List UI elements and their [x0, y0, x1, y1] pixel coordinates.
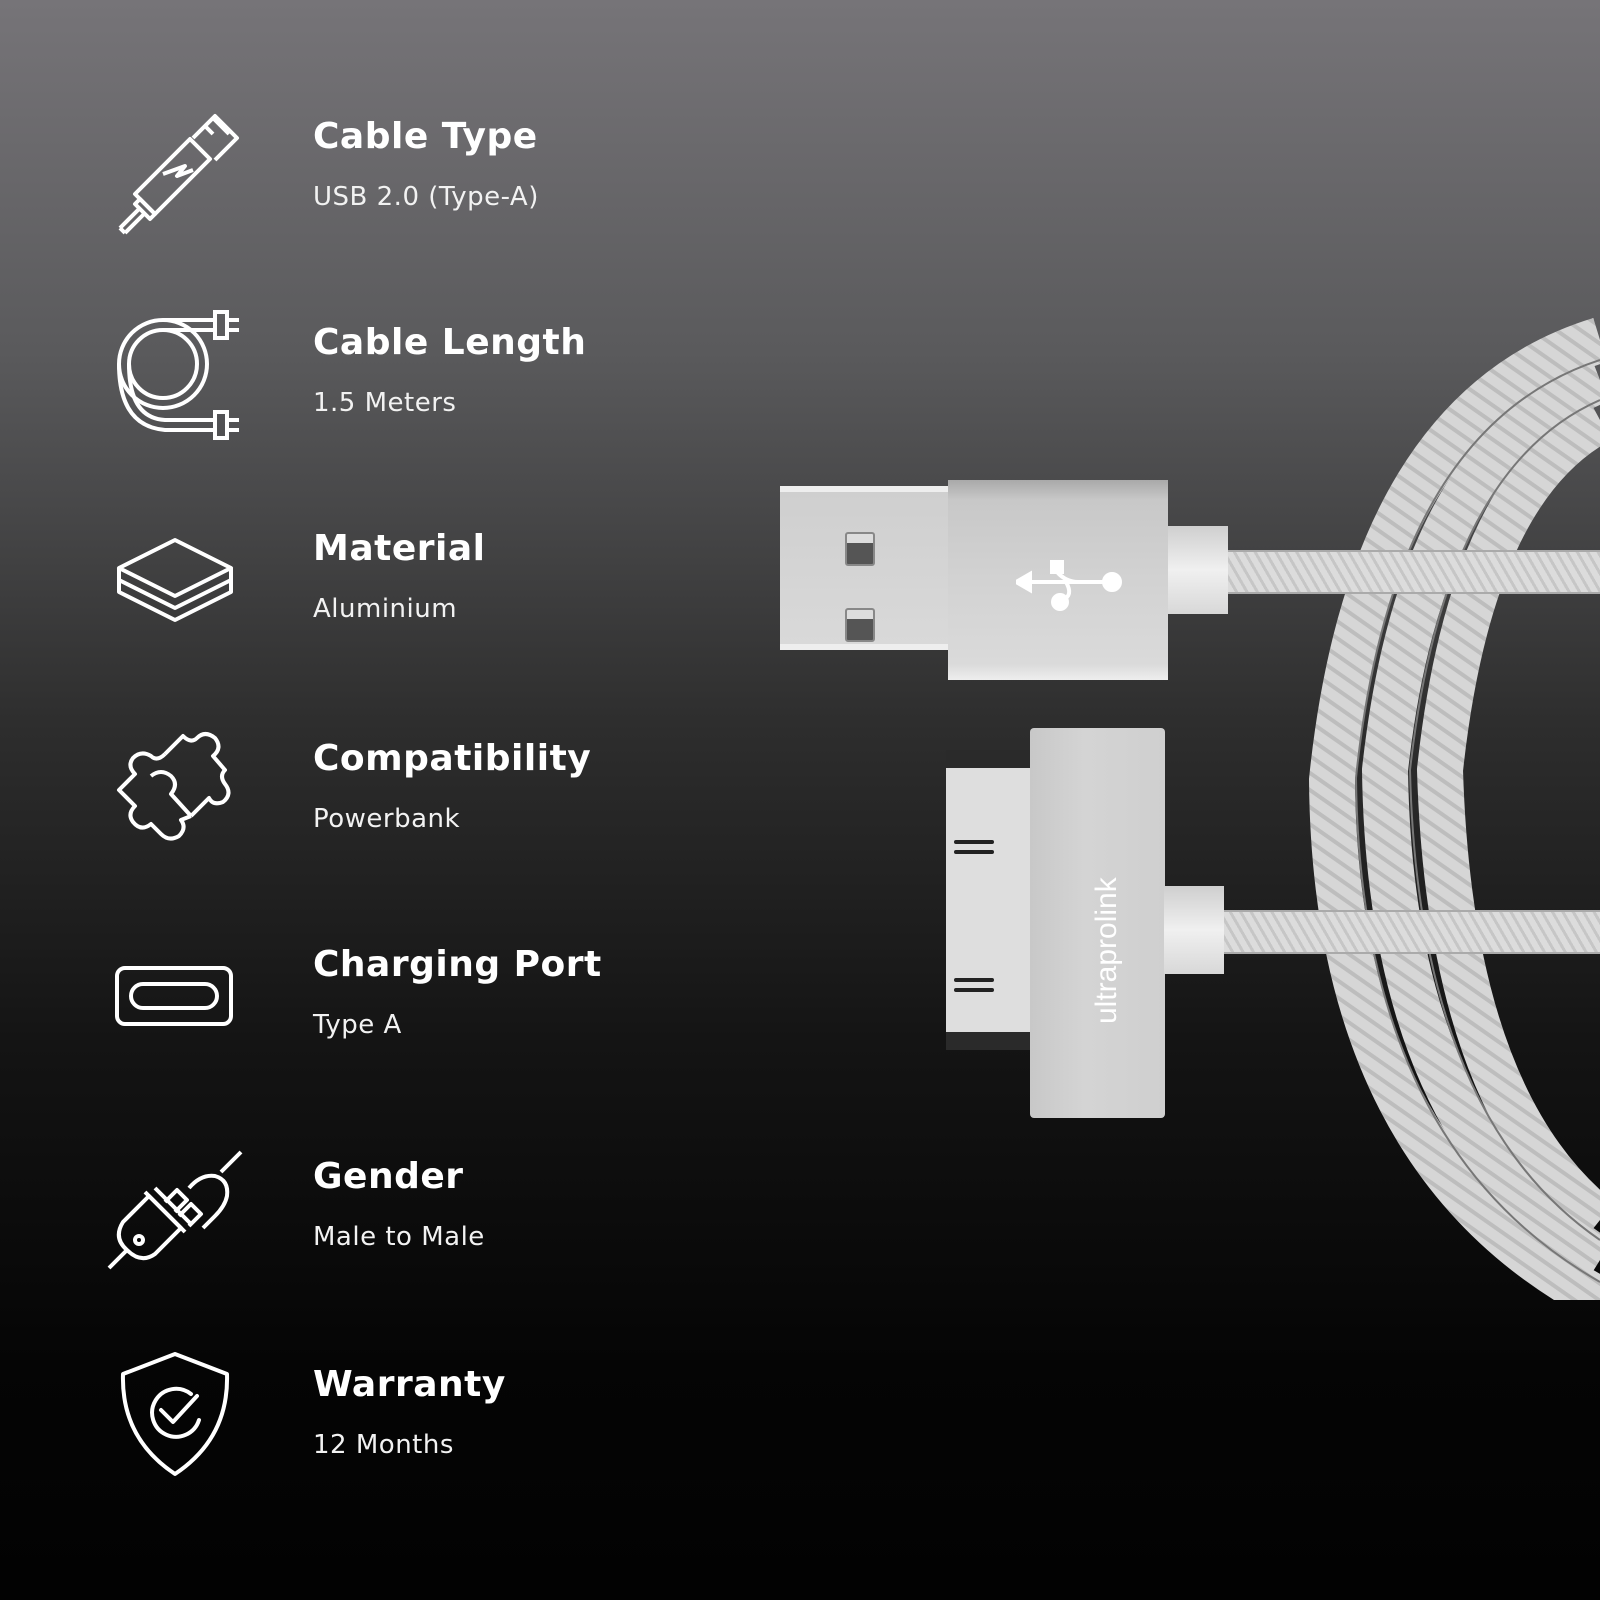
plug-connection-icon [105, 1132, 245, 1272]
puzzle-pieces-icon [105, 714, 245, 854]
spec-title: Compatibility [313, 738, 592, 779]
spec-compatibility: Compatibility Powerbank [0, 710, 700, 890]
shield-check-icon [105, 1346, 245, 1486]
cable-segment [1228, 550, 1600, 594]
spec-value: 1.5 Meters [313, 388, 457, 418]
brand-logo: ultraprolink [1090, 877, 1123, 1024]
coiled-cable-icon [105, 302, 245, 442]
spec-value: Male to Male [313, 1222, 485, 1252]
spec-title: Material [313, 528, 486, 569]
spec-title: Gender [313, 1156, 464, 1197]
usb-a-plug [780, 486, 948, 650]
usb-slot [845, 532, 875, 566]
spec-warranty: Warranty 12 Months [0, 1336, 700, 1516]
spec-value: Aluminium [313, 594, 458, 624]
spec-title: Warranty [313, 1364, 506, 1405]
cable-segment [1224, 910, 1600, 954]
usb-a-housing [948, 480, 1168, 680]
usb-logo-icon [1016, 560, 1122, 611]
spec-material: Material Aluminium [0, 500, 700, 680]
dock-connector-tongue [946, 750, 1036, 1050]
spec-title: Charging Port [313, 944, 602, 985]
coiled-cable-image [1308, 318, 1600, 1300]
usb-charging-plug-icon [105, 96, 245, 236]
spec-cable-length: Cable Length 1.5 Meters [0, 294, 700, 474]
spec-gender: Gender Male to Male [0, 1128, 700, 1308]
spec-title: Cable Length [313, 322, 587, 363]
dock-connector-housing: ultraprolink [1030, 728, 1165, 1118]
spec-value: Type A [313, 1010, 402, 1040]
layers-icon [105, 508, 245, 648]
spec-title: Cable Type [313, 116, 538, 157]
usb-slot [845, 608, 875, 642]
spec-value: 12 Months [313, 1430, 454, 1460]
spec-list: Cable Type USB 2.0 (Type-A) Cable Length… [0, 0, 700, 1600]
spec-charging-port: Charging Port Type A [0, 918, 700, 1098]
port-icon [105, 928, 245, 1068]
spec-value: Powerbank [313, 804, 461, 834]
dock-strain-relief [1164, 886, 1224, 974]
usb-strain-relief [1168, 526, 1228, 614]
spec-value: USB 2.0 (Type-A) [313, 182, 539, 212]
spec-cable-type: Cable Type USB 2.0 (Type-A) [0, 88, 700, 268]
product-cable-illustration: ultraprolink [760, 300, 1600, 1300]
